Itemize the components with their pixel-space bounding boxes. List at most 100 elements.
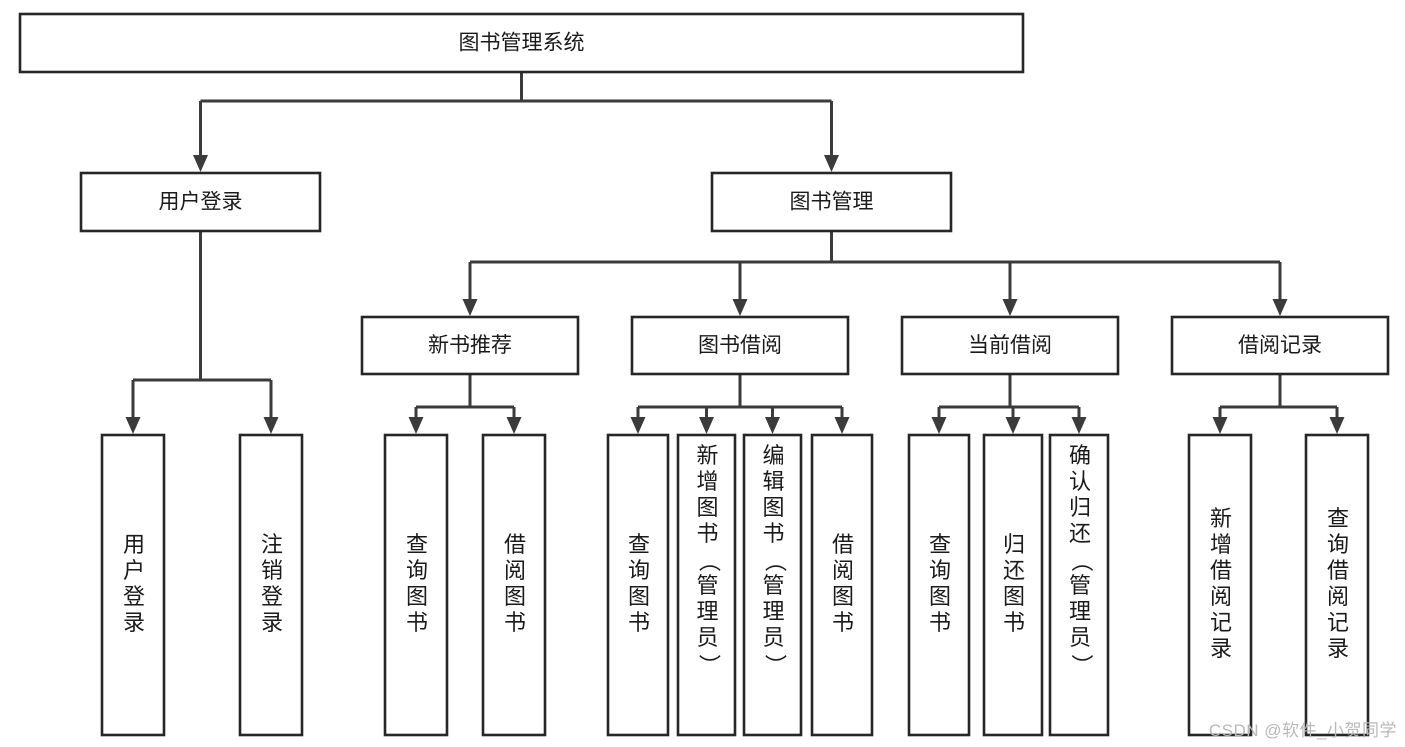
node-box-leaf-borrow-add-book[interactable] (676, 433, 737, 737)
node-box-leaf-rec-query-record[interactable] (1304, 433, 1370, 737)
node-box-book-borrow[interactable] (630, 315, 850, 376)
node-book-manage[interactable]: 图书管理 (710, 171, 953, 233)
node-label-leaf-borrow-add-book-char-8: ） (697, 654, 722, 676)
node-box-borrow-record[interactable] (1170, 315, 1390, 376)
node-box-user-login[interactable] (79, 171, 322, 233)
node-label-leaf-cur-confirm-return-char-2: 归 (1069, 495, 1091, 520)
arrow-head-icon (732, 299, 748, 316)
arrow-head-icon (1002, 299, 1018, 316)
node-label-book-borrow: 图书借阅 (698, 334, 782, 357)
node-box-leaf-user-login[interactable] (100, 433, 166, 737)
node-label-leaf-cur-confirm-return-char-8: ） (1069, 654, 1094, 676)
node-label-leaf-rec-borrow-book-char-1: 阅 (504, 558, 526, 583)
arrow-head-icon (263, 417, 279, 434)
node-new-book-rec[interactable]: 新书推荐 (360, 315, 580, 376)
node-label-leaf-rec-borrow-book-char-2: 图 (504, 584, 526, 609)
node-label-current-borrow: 当前借阅 (968, 334, 1052, 357)
node-label-leaf-borrow-edit-book-char-4: （ (763, 550, 788, 572)
node-label-leaf-borrow-add-book-char-1: 增 (696, 469, 718, 494)
node-label-leaf-borrow-borrow-book-char-1: 阅 (832, 558, 854, 583)
node-label-leaf-cur-confirm-return-char-1: 认 (1069, 469, 1091, 494)
node-label-leaf-cur-confirm-return-char-6: 理 (1069, 599, 1091, 624)
node-label-leaf-rec-add-record-char-2: 借 (1210, 558, 1232, 583)
node-label-leaf-rec-query-book-char-3: 书 (406, 610, 428, 635)
node-label-leaf-cur-confirm-return-char-3: 还 (1069, 521, 1091, 546)
node-label-leaf-borrow-edit-book-char-1: 辑 (762, 469, 784, 494)
node-label-leaf-rec-query-book-char-1: 询 (406, 558, 428, 583)
node-label-leaf-rec-borrow-book-char-3: 书 (504, 610, 526, 635)
node-box-leaf-borrow-borrow-book[interactable] (810, 433, 874, 737)
node-user-login[interactable]: 用户登录 (79, 171, 322, 233)
node-label-leaf-borrow-add-book-char-0: 新 (696, 443, 718, 468)
node-label-leaf-rec-query-record-char-3: 阅 (1327, 584, 1349, 609)
node-label-leaf-rec-add-record-char-5: 录 (1210, 636, 1232, 661)
node-label-book-manage: 图书管理 (790, 191, 874, 214)
arrow-head-icon (630, 417, 646, 434)
node-label-leaf-cur-return-book-char-3: 书 (1003, 610, 1025, 635)
node-label-leaf-cur-query-book-char-1: 询 (929, 558, 951, 583)
node-label-new-book-rec: 新书推荐 (428, 334, 512, 357)
node-root[interactable]: 图书管理系统 (18, 12, 1025, 74)
node-label-leaf-rec-query-record-char-4: 记 (1327, 610, 1349, 635)
node-label-leaf-rec-query-book-char-0: 查 (406, 532, 428, 557)
node-box-leaf-user-logout[interactable] (238, 433, 304, 737)
node-box-leaf-rec-add-record[interactable] (1187, 433, 1253, 737)
node-label-leaf-rec-query-record-char-2: 借 (1327, 558, 1349, 583)
node-label-leaf-cur-confirm-return-char-5: 管 (1069, 573, 1091, 598)
node-label-leaf-borrow-add-book-char-2: 图 (696, 495, 718, 520)
node-label-leaf-borrow-add-book-char-6: 理 (696, 599, 718, 624)
node-label-leaf-borrow-query-book-char-2: 图 (628, 584, 650, 609)
node-label-leaf-borrow-query-book-char-3: 书 (628, 610, 650, 635)
node-box-leaf-cur-confirm-return[interactable] (1048, 433, 1110, 737)
arrow-head-icon (1212, 417, 1228, 434)
node-box-leaf-borrow-edit-book[interactable] (742, 433, 803, 737)
node-label-leaf-rec-query-record-char-0: 查 (1327, 506, 1349, 531)
node-label-leaf-borrow-borrow-book-char-3: 书 (832, 610, 854, 635)
arrow-head-icon (408, 417, 424, 434)
arrow-head-icon (1272, 299, 1288, 316)
node-box-leaf-cur-return-book[interactable] (982, 433, 1044, 737)
node-borrow-record[interactable]: 借阅记录 (1170, 315, 1390, 376)
node-label-leaf-cur-return-book-char-0: 归 (1003, 532, 1025, 557)
node-label-leaf-borrow-add-book-char-5: 管 (696, 573, 718, 598)
node-box-book-manage[interactable] (710, 171, 953, 233)
node-box-leaf-rec-query-book[interactable] (383, 433, 449, 737)
node-label-leaf-user-login-char-1: 户 (123, 558, 145, 583)
node-book-borrow[interactable]: 图书借阅 (630, 315, 850, 376)
arrow-head-icon (931, 417, 947, 434)
node-box-current-borrow[interactable] (900, 315, 1120, 376)
node-label-leaf-cur-query-book-char-2: 图 (929, 584, 951, 609)
node-box-leaf-cur-query-book[interactable] (907, 433, 971, 737)
node-label-leaf-borrow-edit-book-char-6: 理 (762, 599, 784, 624)
node-current-borrow[interactable]: 当前借阅 (900, 315, 1120, 376)
node-label-leaf-user-logout-char-2: 登 (261, 584, 283, 609)
node-box-root[interactable] (18, 12, 1025, 74)
node-label-leaf-rec-query-book-char-2: 图 (406, 584, 428, 609)
node-label-leaf-borrow-borrow-book-char-2: 图 (832, 584, 854, 609)
node-label-leaf-borrow-add-book-char-3: 书 (696, 521, 718, 546)
node-box-new-book-rec[interactable] (360, 315, 580, 376)
arrow-head-icon (1071, 417, 1087, 434)
node-label-leaf-borrow-query-book-char-1: 询 (628, 558, 650, 583)
node-box-leaf-rec-borrow-book[interactable] (481, 433, 547, 737)
node-label-leaf-borrow-edit-book-char-3: 书 (762, 521, 784, 546)
node-label-leaf-rec-borrow-book-char-0: 借 (504, 532, 526, 557)
node-leaf-user-login[interactable]: 用户登录 (100, 433, 166, 737)
node-box-leaf-borrow-query-book[interactable] (606, 433, 670, 737)
node-label-leaf-borrow-edit-book-char-7: 员 (762, 625, 784, 650)
node-label-leaf-borrow-edit-book-char-0: 编 (762, 443, 784, 468)
arrow-head-icon (824, 155, 839, 172)
